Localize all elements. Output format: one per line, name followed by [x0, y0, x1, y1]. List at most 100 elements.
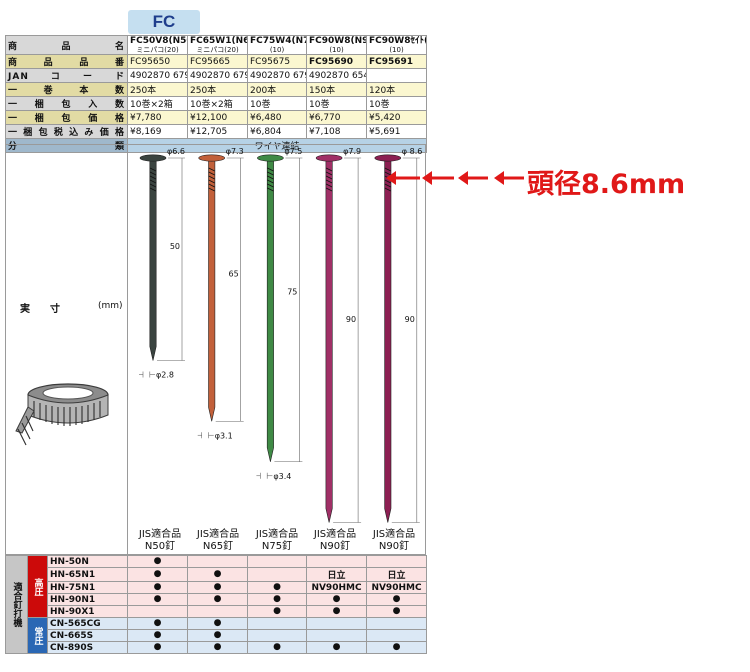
length-label: 65 — [229, 269, 239, 278]
fitting-cell — [306, 555, 367, 568]
fitting-cell: 日立 — [366, 567, 427, 582]
per-roll-cell: 200本 — [247, 82, 307, 97]
head-diameter-label: φ6.6 — [167, 147, 185, 156]
fitting-cell: ● — [187, 629, 248, 642]
nail-head — [374, 154, 402, 162]
dimension-label-column: 実 寸 (mm) — [6, 145, 128, 554]
nail-shank — [208, 159, 216, 422]
price-tax-cell: ¥7,108 — [306, 124, 367, 139]
nail-drawing — [315, 154, 343, 523]
fitting-cell: ● — [127, 629, 188, 642]
jan-code-cell: 4902870 654221 — [306, 68, 367, 83]
fitting-cell: ● — [127, 641, 188, 654]
nail-drawing — [139, 154, 167, 361]
nail-shank — [325, 159, 333, 523]
nail-ring — [325, 179, 333, 184]
dimension-unit: (mm) — [98, 301, 123, 311]
fitting-cell: ● — [366, 593, 427, 606]
fitting-row: HN-90X1●●● — [6, 605, 427, 618]
fitting-model-name: HN-65N1 — [47, 567, 128, 582]
nail-ring — [267, 167, 274, 172]
nail-ring — [267, 171, 274, 176]
nail-head — [139, 154, 167, 162]
product-code-label: 商品品番 — [5, 54, 128, 69]
fitting-cell: ● — [127, 581, 188, 594]
product-name-cell: FC75W4(N75)(10) — [247, 35, 307, 55]
fitting-cell: NV90HMC — [366, 581, 427, 594]
nail-ring — [325, 167, 333, 172]
fitting-cell: ● — [127, 593, 188, 606]
nail-ring — [208, 183, 215, 188]
fitting-cell: ● — [187, 593, 248, 606]
fitting-cell: ● — [247, 605, 307, 618]
normal-pressure-label: 常圧 — [27, 617, 48, 654]
fc-tab[interactable]: FC — [128, 10, 200, 34]
fitting-cell — [247, 555, 307, 568]
length-label: 90 — [346, 315, 356, 324]
spec-table: 商品名 FC50V8(N50)ミニパコ(20) FC65W1(N65)ミニパコ(… — [5, 35, 427, 153]
nail-ring — [325, 175, 333, 180]
product-code-row: 商品品番 FC95650 FC95665 FC95675 FC95690 FC9… — [5, 54, 427, 69]
pack-row: 一梱包入数 10巻×2箱 10巻×2箱 10巻 10巻 10巻 — [5, 96, 427, 111]
fitting-cell: ● — [187, 641, 248, 654]
nail-ring — [384, 167, 391, 172]
product-code-cell: FC95665 — [187, 54, 248, 69]
high-pressure-label: 高圧 — [27, 555, 48, 618]
nail-ring — [267, 175, 274, 180]
product-name-cell: FC65W1(N65)ミニパコ(20) — [187, 35, 248, 55]
dimension-label: 実 寸 — [20, 304, 60, 315]
product-name-cell: FC50V8(N50)ミニパコ(20) — [127, 35, 188, 55]
nail-ring — [208, 167, 215, 172]
price-tax-label: 一梱包税込み価格 — [5, 124, 128, 139]
nail-drawing — [374, 154, 402, 523]
fitting-model-name: HN-50N — [47, 555, 128, 568]
nail-ring — [149, 167, 157, 172]
fitting-cell — [366, 617, 427, 630]
price-label: 一梱包価格 — [5, 110, 128, 125]
nail-head — [315, 154, 343, 162]
fitting-cell: NV90HMC — [306, 581, 367, 594]
arrow-annotation — [386, 171, 524, 185]
nail-ring — [384, 179, 391, 184]
nail-ring — [149, 183, 157, 188]
jan-code-cell: 4902870 679545 — [127, 68, 188, 83]
fitting-cell: ● — [127, 617, 188, 630]
fitting-cell: ● — [366, 641, 427, 654]
nail-drawing — [257, 154, 284, 462]
fitting-cell: ● — [306, 593, 367, 606]
fitting-cell — [366, 629, 427, 642]
fitting-group-label: 適合釘打機 — [5, 555, 28, 654]
per-roll-cell: 250本 — [127, 82, 188, 97]
product-code-cell: FC95691 — [366, 54, 427, 69]
product-code-cell: FC95690 — [306, 54, 367, 69]
fitting-cell — [366, 555, 427, 568]
product-name-cell: FC90W8ｾｲﾄ(N90(10) — [366, 35, 427, 55]
fitting-cell — [306, 617, 367, 630]
nail-ring — [149, 171, 157, 176]
nail-ring — [149, 179, 157, 184]
head-diameter-label: φ7.3 — [226, 147, 244, 156]
product-name-row: 商品名 FC50V8(N50)ミニパコ(20) FC65W1(N65)ミニパコ(… — [5, 35, 427, 55]
head-diameter-note: 頭径8.6mm — [527, 169, 686, 200]
nail-ring — [267, 183, 274, 188]
dimension-panel: 実 寸 (mm) — [5, 144, 426, 555]
fitting-cell: ● — [127, 555, 188, 568]
nail-ring — [208, 179, 215, 184]
fitting-cell — [187, 555, 248, 568]
nail-head — [257, 154, 284, 162]
fitting-row: HN-65N1●●日立日立 — [6, 567, 427, 582]
pack-cell: 10巻×2箱 — [127, 96, 188, 111]
nail-shank — [384, 159, 392, 523]
jan-code-cell: 4902870 679569 — [247, 68, 307, 83]
price-cell: ¥5,420 — [366, 110, 427, 125]
fitting-cell — [247, 617, 307, 630]
fitting-cell — [187, 605, 248, 618]
nail-shank — [149, 159, 157, 361]
jan-code-label: JANコード — [5, 68, 128, 83]
nail-ring — [208, 175, 215, 180]
